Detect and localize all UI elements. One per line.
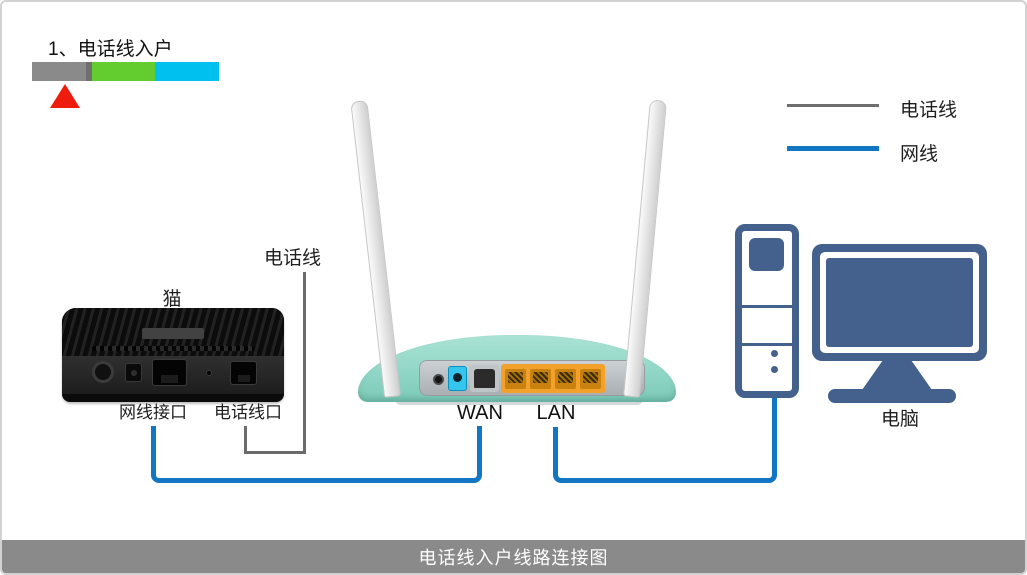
router-wan-label: WAN <box>457 402 503 424</box>
computer-monitor-icon <box>812 244 987 361</box>
monitor-screen <box>826 258 973 347</box>
modem-ethernet-port-label: 网线接口 <box>119 403 187 422</box>
footer-caption: 电话线入户线路连接图 <box>418 547 609 568</box>
progress-segment-2 <box>92 62 155 81</box>
modem-label: 猫 <box>162 289 182 310</box>
ethernet-cable-lan-to-computer-segment <box>772 395 777 431</box>
tower-divider <box>742 305 792 308</box>
router-back-panel <box>419 360 645 396</box>
router-lan-label: LAN <box>536 402 576 424</box>
modem-power-jack <box>125 363 142 382</box>
progress-segment-3 <box>155 62 219 81</box>
router-antenna-left <box>350 99 401 398</box>
ethernet-cable-modem-to-wan <box>151 426 482 483</box>
router-wan-module <box>448 366 467 391</box>
legend-phone-line-swatch <box>787 104 879 107</box>
modem-power-button <box>92 361 114 383</box>
router-lan-port-4 <box>580 368 601 389</box>
progress-bar <box>32 62 219 81</box>
modem-phone-port-label: 电话线口 <box>214 403 282 422</box>
legend-phone-line-label: 电话线 <box>900 100 958 121</box>
router-wan-port <box>470 365 499 392</box>
computer-tower-icon <box>735 224 799 398</box>
tower-button <box>771 350 778 357</box>
phone-cable-segment <box>244 426 247 453</box>
modem-base <box>62 394 284 402</box>
legend-ethernet-line-label: 网线 <box>900 144 939 165</box>
modem-ethernet-port <box>152 359 187 386</box>
router-lan-port-2 <box>530 368 551 389</box>
tower-divider <box>742 343 792 346</box>
step-title: 1、电话线入户 <box>48 39 173 60</box>
modem-logo-plate <box>142 328 204 339</box>
modem-illustration <box>62 308 284 402</box>
current-step-pointer-icon <box>50 84 80 108</box>
router-power-jack <box>433 374 444 385</box>
router-lan-port-1 <box>505 368 526 389</box>
tower-button <box>771 366 778 373</box>
legend-ethernet-line-swatch <box>787 146 879 151</box>
progress-segment-divider <box>86 62 92 81</box>
modem-reset-hole <box>206 370 212 376</box>
phone-cable-label: 电话线 <box>264 248 322 269</box>
router-lan-port-3 <box>555 368 576 389</box>
router-antenna-right <box>623 99 667 398</box>
monitor-stand <box>862 360 932 390</box>
router-lan-ports <box>501 364 605 393</box>
phone-cable-segment <box>244 451 306 454</box>
progress-segment-current <box>32 62 92 81</box>
ethernet-cable-lan-to-computer <box>553 427 777 483</box>
phone-cable-segment <box>303 272 306 454</box>
monitor-base <box>828 389 956 403</box>
tower-drive-bay <box>749 238 784 271</box>
modem-vents <box>92 346 254 351</box>
footer-caption-bar: 电话线入户线路连接图 <box>2 540 1025 573</box>
modem-phone-port <box>230 361 257 385</box>
computer-label: 电脑 <box>880 409 919 430</box>
